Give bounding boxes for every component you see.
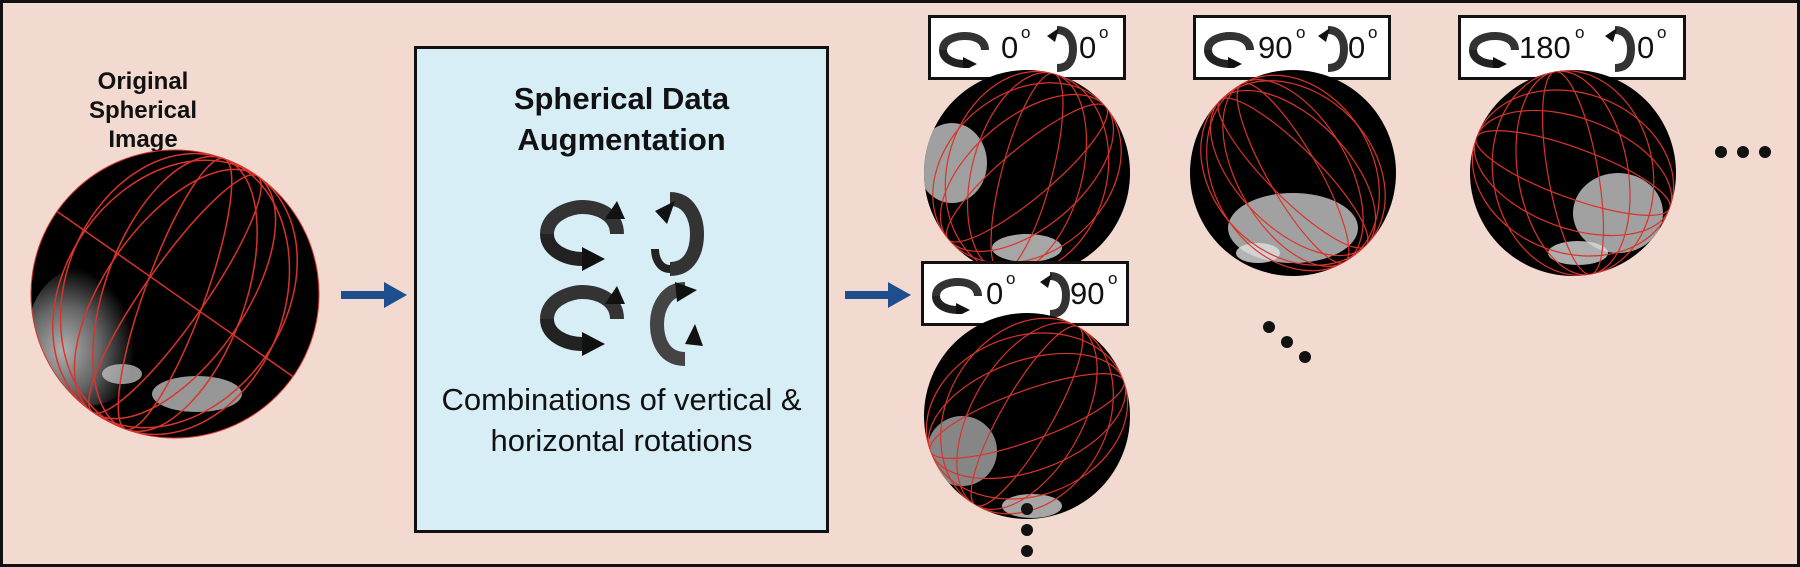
augmentation-title: Spherical Data Augmentation — [513, 81, 730, 157]
vertical-rotation-icon — [1318, 26, 1348, 72]
flow-arrow-1 — [341, 282, 407, 308]
augmentation-description: Combinations of vertical & horizontal ro… — [441, 382, 802, 458]
ellipsis-dot — [1281, 336, 1293, 348]
flow-arrow-2 — [845, 282, 911, 308]
vertical-rotation-icon-2 — [649, 282, 703, 366]
ellipsis-dot — [1263, 321, 1275, 333]
ellipsis-dot — [1021, 503, 1033, 515]
horizontal-angle: 0 — [1001, 30, 1019, 65]
ellipsis-dot — [1021, 545, 1033, 557]
horizontal-rotation-icon-2 — [540, 284, 625, 356]
horizontal-angle: 0 — [986, 276, 1004, 311]
degree-mark: o — [1575, 23, 1585, 42]
vertical-angle: 90 — [1070, 276, 1105, 311]
vertical-rotation-icon — [651, 192, 705, 276]
degree-mark: o — [1296, 23, 1306, 42]
rotation-icons — [540, 192, 705, 366]
original-image-title: Original Spherical Image — [88, 68, 198, 153]
horizontal-angle: 90 — [1258, 30, 1293, 65]
rotation-label-90-0: 90 o 0 o — [1193, 15, 1391, 80]
ellipsis-dot — [1299, 351, 1311, 363]
degree-mark: o — [1021, 23, 1031, 42]
vertical-angle: 0 — [1079, 30, 1097, 65]
horizontal-angle: 180 — [1519, 30, 1571, 65]
horizontal-rotation-icon — [932, 278, 982, 314]
vertical-rotation-icon — [1047, 26, 1077, 72]
degree-mark: o — [1006, 269, 1016, 288]
vertical-rotation-icon — [1040, 272, 1070, 318]
rotated-sphere-0-0 — [924, 70, 1130, 276]
degree-mark: o — [1368, 23, 1378, 42]
rotated-sphere-90-0 — [1190, 70, 1396, 276]
vertical-rotation-icon — [1605, 26, 1635, 72]
rotated-sphere-180-0 — [1470, 70, 1676, 276]
vertical-angle: 0 — [1637, 30, 1655, 65]
degree-mark: o — [1099, 23, 1109, 42]
augmentation-box: Spherical Data Augmentation — [414, 46, 829, 533]
rotation-label-0-0: 0 o 0 o — [928, 15, 1126, 80]
original-sphere — [30, 149, 320, 439]
rotated-sphere-0-90 — [924, 313, 1130, 519]
degree-mark: o — [1657, 23, 1667, 42]
ellipsis-dot — [1737, 146, 1749, 158]
ellipsis-dot — [1021, 524, 1033, 536]
degree-mark: o — [1108, 269, 1118, 288]
horizontal-rotation-icon — [1204, 32, 1254, 68]
horizontal-rotation-icon — [1469, 32, 1519, 68]
ellipsis-dot — [1759, 146, 1771, 158]
ellipsis-dot — [1715, 146, 1727, 158]
vertical-angle: 0 — [1348, 30, 1366, 65]
horizontal-rotation-icon — [939, 32, 989, 68]
horizontal-rotation-icon — [540, 199, 625, 271]
